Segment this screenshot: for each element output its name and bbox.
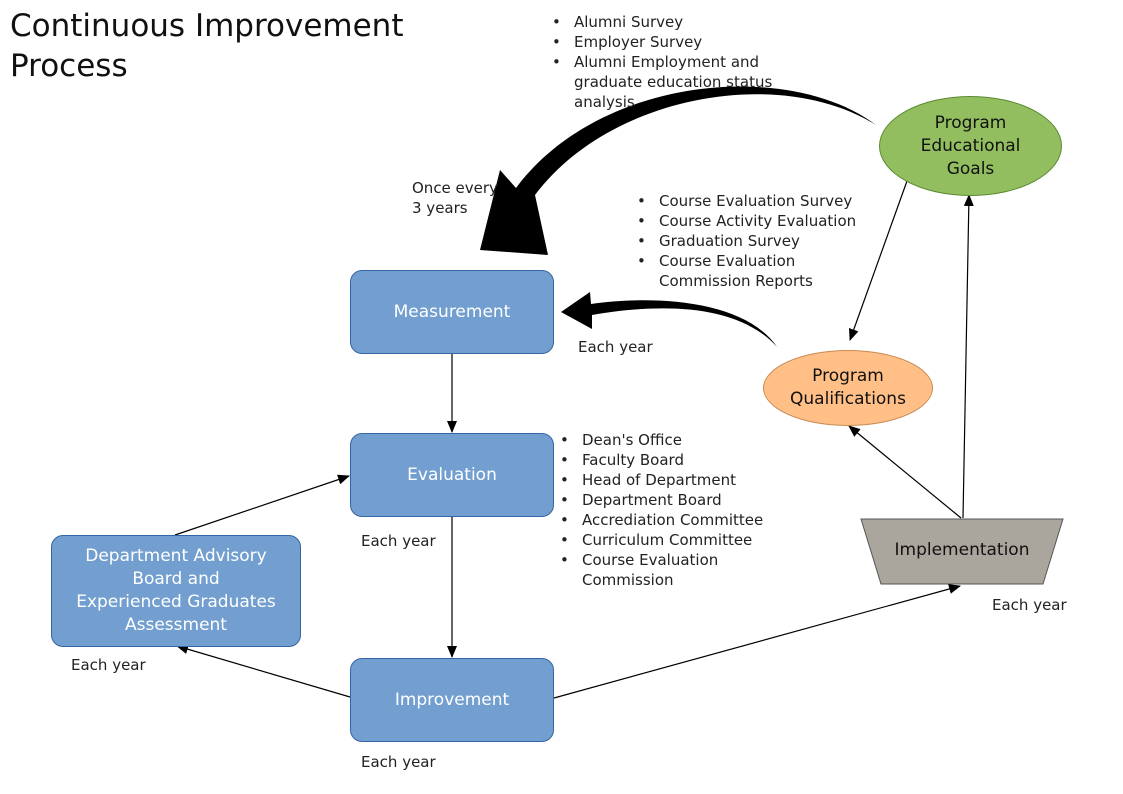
title-line-1: Continuous Improvement <box>10 8 404 44</box>
qualifications-label-2: Qualifications <box>790 389 906 409</box>
list-item-text: graduate education status <box>574 73 773 91</box>
each-year-evaluation: Each year <box>361 532 436 550</box>
implementation-shape <box>860 518 1064 585</box>
arrow-goals-qualifications <box>849 180 908 341</box>
once-every-line-1: Once every <box>412 179 498 197</box>
program-goals-ellipse: Program Educational Goals <box>879 96 1062 196</box>
goals-label-2: Educational <box>920 135 1021 156</box>
evaluation-box: Evaluation <box>350 433 554 517</box>
list-item: Graduation Survey <box>635 231 856 251</box>
list-item: Course Evaluation <box>635 251 856 271</box>
program-qualifications-ellipse: Program Qualifications <box>763 350 933 426</box>
arrow-implementation-qualifications <box>848 425 962 519</box>
top-surveys-list: Alumni Survey Employer Survey Alumni Emp… <box>550 12 772 112</box>
improvement-box: Improvement <box>350 658 554 742</box>
list-item-continuation: analysis <box>550 92 772 112</box>
list-item: Faculty Board <box>558 450 763 470</box>
list-item: Course Evaluation <box>558 550 763 570</box>
list-item-text: Commission Reports <box>659 272 813 290</box>
each-year-measurement: Each year <box>578 338 653 356</box>
once-every-line-2: 3 years <box>412 199 468 217</box>
list-item: Course Evaluation Survey <box>635 191 856 211</box>
list-item: Course Activity Evaluation <box>635 211 856 231</box>
list-item: Dean's Office <box>558 430 763 450</box>
medium-curved-arrow <box>561 292 777 347</box>
list-item-continuation: Commission Reports <box>635 271 856 291</box>
big-curved-arrow <box>480 86 876 255</box>
implementation-label: Implementation <box>894 540 1030 560</box>
evaluators-list: Dean's Office Faculty Board Head of Depa… <box>558 430 763 590</box>
arrow-implementation-goals <box>962 194 974 519</box>
list-item: Department Board <box>558 490 763 510</box>
list-item: Accrediation Committee <box>558 510 763 530</box>
diagram-title: Continuous Improvement Process <box>10 6 430 86</box>
advisory-label-3: Experienced Graduates <box>76 592 276 612</box>
qualifications-label-1: Program <box>812 366 884 386</box>
list-item: Alumni Employment and <box>550 52 772 72</box>
list-item: Curriculum Committee <box>558 530 763 550</box>
list-item-continuation: Commission <box>558 570 763 590</box>
measurement-label: Measurement <box>393 301 511 322</box>
arrow-improvement-implementation <box>553 584 961 699</box>
title-line-2: Process <box>10 48 128 84</box>
list-item: Alumni Survey <box>550 12 772 32</box>
goals-label-3: Goals <box>946 158 995 179</box>
course-surveys-list: Course Evaluation Survey Course Activity… <box>635 191 856 291</box>
advisory-box: Department Advisory Board and Experience… <box>51 535 301 647</box>
advisory-label-4: Assessment <box>125 615 227 635</box>
list-item: Head of Department <box>558 470 763 490</box>
arrow-improvement-advisory <box>176 644 351 698</box>
each-year-implementation: Each year <box>992 596 1067 614</box>
advisory-label-2: Board and <box>132 569 220 589</box>
advisory-label-1: Department Advisory <box>85 546 267 566</box>
each-year-improvement: Each year <box>361 753 436 771</box>
list-item-text: Commission <box>582 571 674 589</box>
list-item-text: analysis <box>574 93 635 111</box>
once-every-note: Once every 3 years <box>412 178 498 218</box>
list-item: Employer Survey <box>550 32 772 52</box>
improvement-label: Improvement <box>394 689 510 710</box>
evaluation-label: Evaluation <box>407 464 497 485</box>
list-item-continuation: graduate education status <box>550 72 772 92</box>
goals-label-1: Program <box>934 112 1007 133</box>
measurement-box: Measurement <box>350 270 554 354</box>
each-year-advisory: Each year <box>71 656 146 674</box>
arrow-advisory-evaluation <box>174 474 350 536</box>
